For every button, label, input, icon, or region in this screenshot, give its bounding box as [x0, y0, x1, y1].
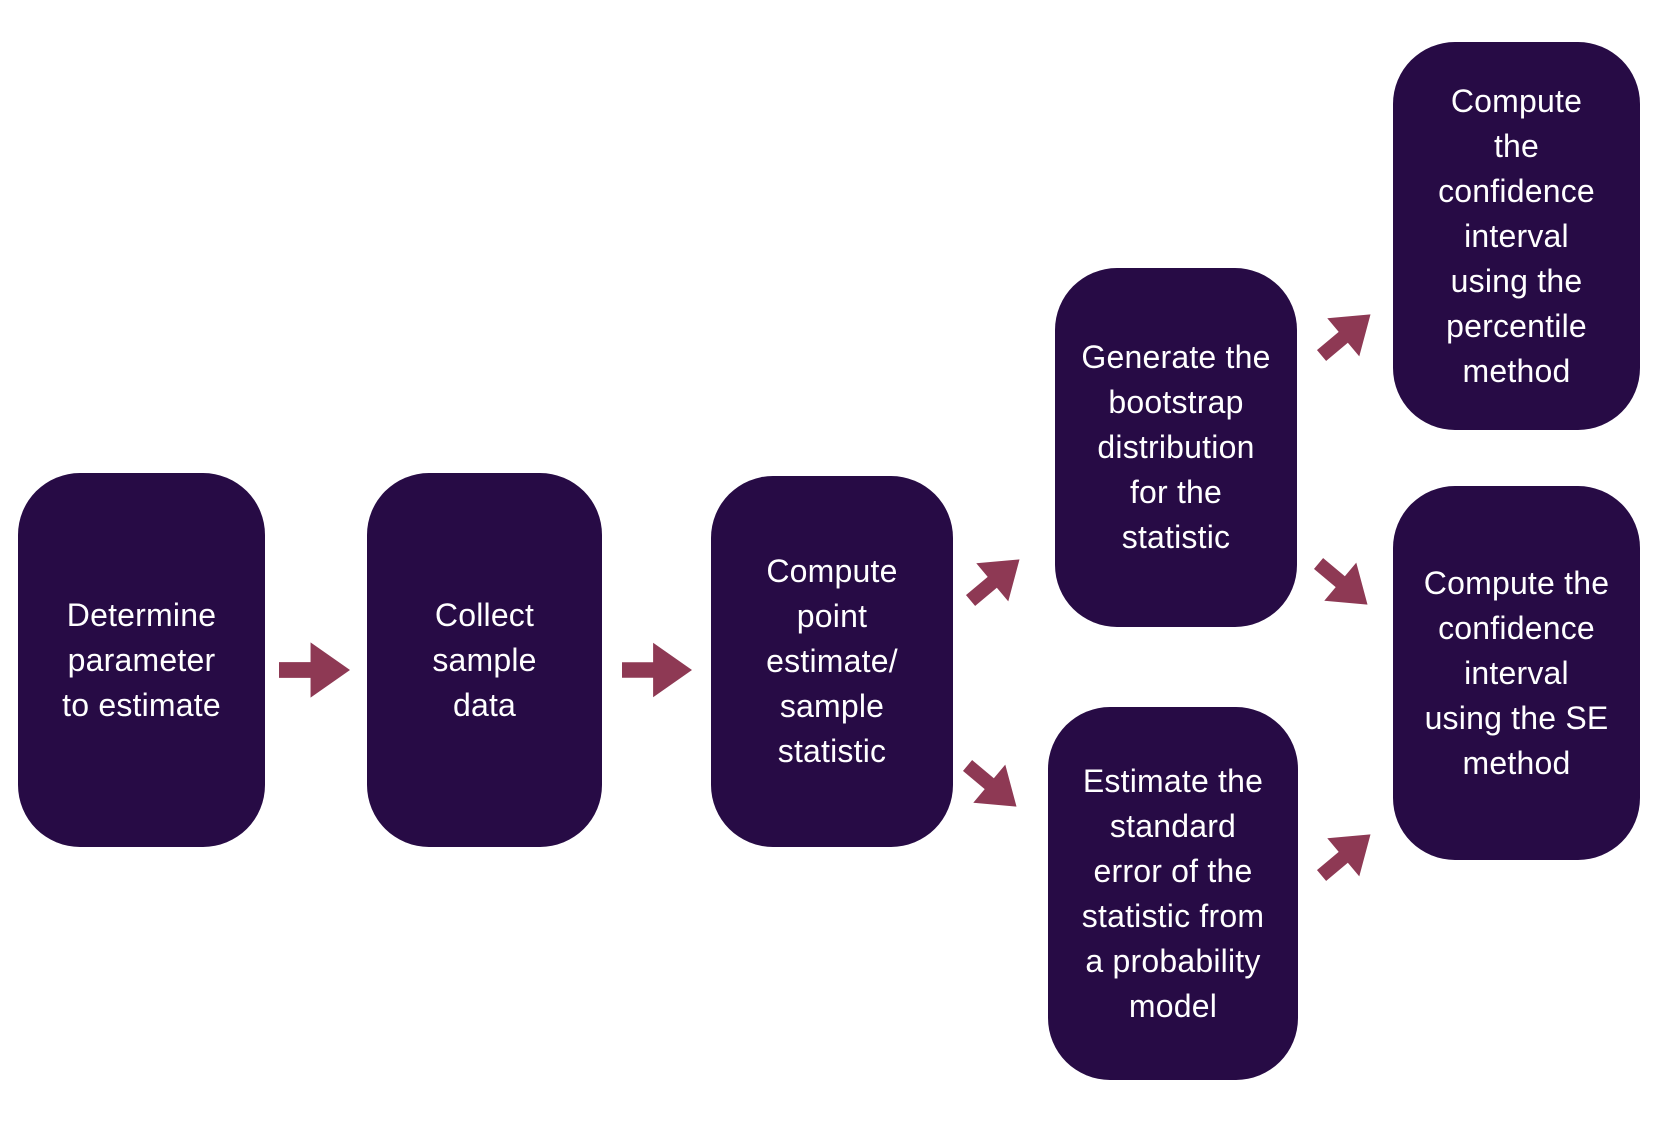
node-line: percentile: [1446, 307, 1587, 344]
node-ci-se-method: Compute the confidence interval using th…: [1393, 486, 1640, 860]
node-collect-sample-data: Collect sample data: [367, 473, 602, 847]
node-line: interval: [1464, 217, 1569, 254]
node-line: using the SE: [1424, 699, 1609, 736]
node-line: data: [452, 686, 517, 723]
node-line: model: [1128, 987, 1218, 1024]
node-line: to estimate: [62, 686, 221, 723]
node-line: using the: [1450, 262, 1583, 299]
node-line: method: [1462, 352, 1571, 389]
node-line: Determine: [66, 596, 217, 633]
node-generate-bootstrap-distribution: Generate the bootstrap distribution for …: [1055, 268, 1297, 627]
node-line: the: [1493, 127, 1540, 164]
arrow-down-right-icon: [1302, 544, 1383, 623]
arrow-right-icon: [622, 642, 692, 698]
node-line: point: [796, 598, 868, 634]
node-line: Generate the: [1081, 339, 1271, 375]
node-compute-point-estimate: Compute point estimate/ sample statistic: [711, 476, 953, 847]
arrow-right-icon: [279, 642, 350, 698]
node-ci-percentile-method: Compute the confidence interval using th…: [1393, 42, 1640, 430]
node-line: sample: [779, 688, 885, 724]
node-line: for the: [1129, 474, 1223, 510]
node-line: bootstrap: [1108, 384, 1244, 420]
node-line: Compute the: [1423, 564, 1610, 601]
node-line: confidence: [1438, 172, 1595, 209]
node-line: estimate/: [766, 643, 898, 679]
node-line: error of the: [1093, 852, 1253, 889]
node-determine-parameter: Determine parameter to estimate: [18, 473, 265, 847]
arrow-down-right-icon: [951, 746, 1032, 825]
arrow-up-right-icon: [954, 540, 1035, 619]
node-line: standard: [1109, 807, 1237, 844]
node-line: interval: [1464, 654, 1569, 691]
node-line: a probability: [1085, 942, 1261, 979]
node-line: Compute: [1450, 82, 1583, 119]
node-line: parameter: [67, 641, 216, 678]
node-line: confidence: [1438, 609, 1595, 646]
node-estimate-standard-error: Estimate the standard error of the stati…: [1048, 707, 1298, 1080]
node-line: Estimate the: [1082, 762, 1264, 799]
node-line: statistic: [1121, 519, 1231, 555]
node-line: statistic from: [1081, 897, 1265, 934]
node-line: method: [1462, 744, 1571, 781]
arrow-up-right-icon: [1305, 295, 1386, 374]
arrow-up-right-icon: [1305, 815, 1386, 894]
node-line: Collect: [434, 596, 535, 633]
node-line: distribution: [1097, 429, 1255, 465]
node-line: sample: [432, 641, 537, 678]
node-line: statistic: [777, 733, 887, 769]
node-line: Compute: [766, 553, 898, 589]
